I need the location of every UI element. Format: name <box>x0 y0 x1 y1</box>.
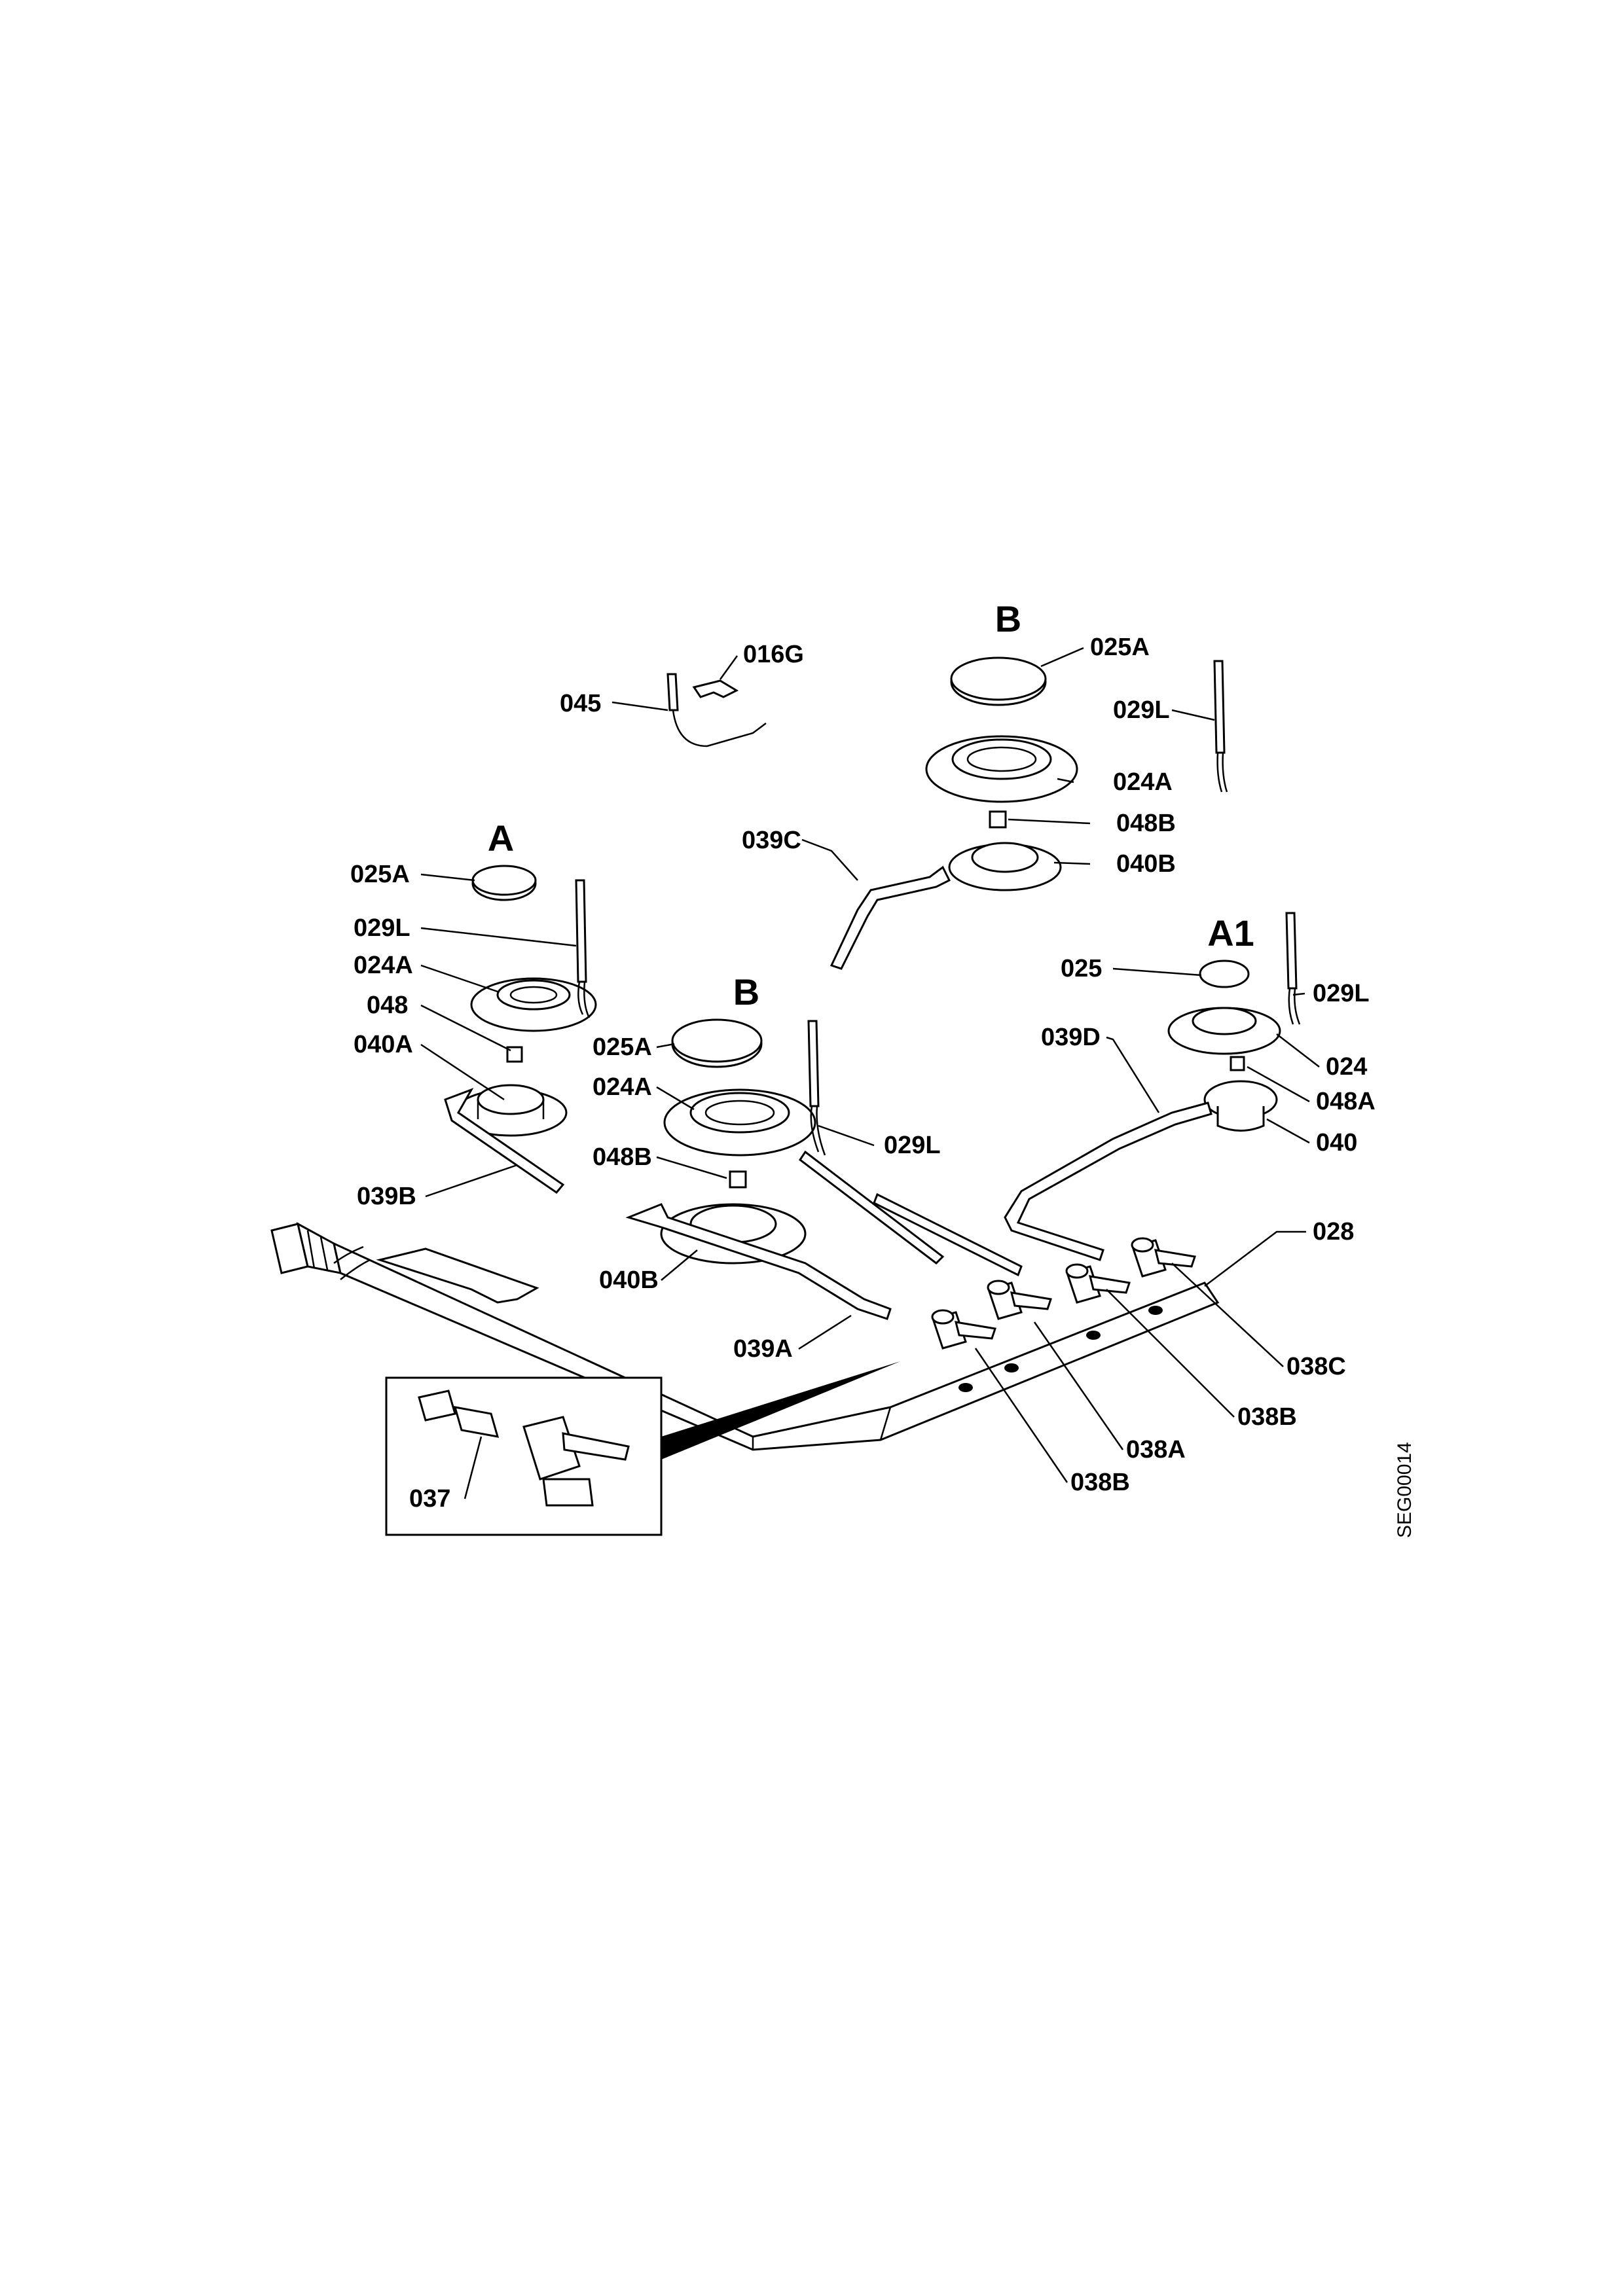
label-040A: 040A <box>354 1031 413 1058</box>
label-038B-left: 038B <box>1070 1469 1130 1496</box>
injector-048B-top <box>989 810 1007 829</box>
label-024A-left: 024A <box>354 952 413 979</box>
label-037: 037 <box>409 1485 450 1513</box>
burner-base-040B-top <box>948 842 1062 891</box>
label-038B-right: 038B <box>1237 1403 1297 1431</box>
label-028: 028 <box>1313 1218 1354 1246</box>
valve-fitting-037 <box>418 1390 630 1507</box>
label-040B-top: 040B <box>1116 850 1176 878</box>
injector-048B-middle <box>729 1170 747 1189</box>
label-045: 045 <box>560 690 601 717</box>
group-label-B-middle: B <box>733 971 759 1013</box>
label-039C: 039C <box>742 827 801 854</box>
spark-electrode-045 <box>666 673 767 747</box>
burner-head-024A-left <box>470 977 597 1032</box>
thermocouple-029L-right <box>1285 912 1301 1025</box>
label-025A-top: 025A <box>1090 634 1150 661</box>
label-048: 048 <box>367 992 408 1019</box>
label-048B-middle: 048B <box>593 1143 652 1171</box>
label-039B: 039B <box>357 1183 416 1210</box>
group-label-B-top: B <box>995 598 1021 639</box>
burner-base-040 <box>1203 1080 1278 1132</box>
group-label-A1: A1 <box>1207 912 1254 954</box>
label-029L-left: 029L <box>354 914 410 942</box>
gas-pipe-039A <box>625 1203 892 1320</box>
burner-A-assembly <box>444 865 597 1194</box>
gas-valve-038C <box>1131 1237 1196 1278</box>
label-048A: 048A <box>1316 1088 1376 1115</box>
manifold-inlet-fitting <box>270 1222 342 1274</box>
burner-A1-assembly <box>1004 912 1301 1261</box>
leader-lines <box>420 647 1320 1499</box>
label-016G: 016G <box>743 641 804 668</box>
label-029L-middle: 029L <box>884 1132 941 1159</box>
drawing-code: SEG00014 <box>1394 1442 1415 1538</box>
label-040: 040 <box>1316 1129 1357 1157</box>
gas-pipe-segment <box>873 1193 1023 1277</box>
label-029L-right: 029L <box>1313 980 1370 1007</box>
burner-head-024A-top <box>925 735 1078 803</box>
label-025: 025 <box>1061 955 1102 982</box>
label-029L-top: 029L <box>1113 696 1170 724</box>
thermocouple-029L-left <box>575 879 591 1018</box>
burner-B-top-assembly <box>830 656 1228 970</box>
group-label-A: A <box>488 817 514 859</box>
inset-detail-037 <box>385 1361 900 1536</box>
label-048B-top: 048B <box>1116 810 1176 837</box>
label-025A-middle: 025A <box>593 1033 652 1061</box>
label-038A: 038A <box>1126 1436 1186 1463</box>
gas-pipe-039D <box>1004 1102 1213 1261</box>
gas-valve-038B-left <box>931 1309 996 1350</box>
burner-B-middle-assembly <box>625 1018 892 1320</box>
label-025A-left: 025A <box>350 861 410 888</box>
burner-head-024 <box>1167 1007 1281 1055</box>
thermocouple-029L-top <box>1213 660 1228 793</box>
label-024: 024 <box>1326 1053 1367 1081</box>
gas-valve-038B-right <box>1065 1263 1131 1304</box>
clip-016G <box>692 679 739 698</box>
label-038C: 038C <box>1286 1353 1346 1380</box>
gas-manifold-rail <box>270 1222 1220 1451</box>
injector-048A <box>1230 1056 1245 1071</box>
burner-cap-025 <box>1199 960 1250 988</box>
label-024A-top: 024A <box>1113 768 1173 796</box>
thermocouple-029L-middle <box>807 1020 826 1156</box>
label-040B-middle: 040B <box>599 1266 659 1294</box>
label-039A: 039A <box>733 1335 793 1363</box>
label-024A-middle: 024A <box>593 1073 652 1101</box>
gas-pipe-039C <box>830 865 951 970</box>
gas-pipe-segment-2 <box>798 1150 945 1265</box>
injector-048 <box>506 1046 523 1063</box>
label-039D: 039D <box>1041 1024 1101 1051</box>
burner-head-024A-middle <box>663 1088 816 1157</box>
gas-pipe-039B <box>444 1088 565 1194</box>
gas-valve-038A <box>987 1280 1052 1320</box>
